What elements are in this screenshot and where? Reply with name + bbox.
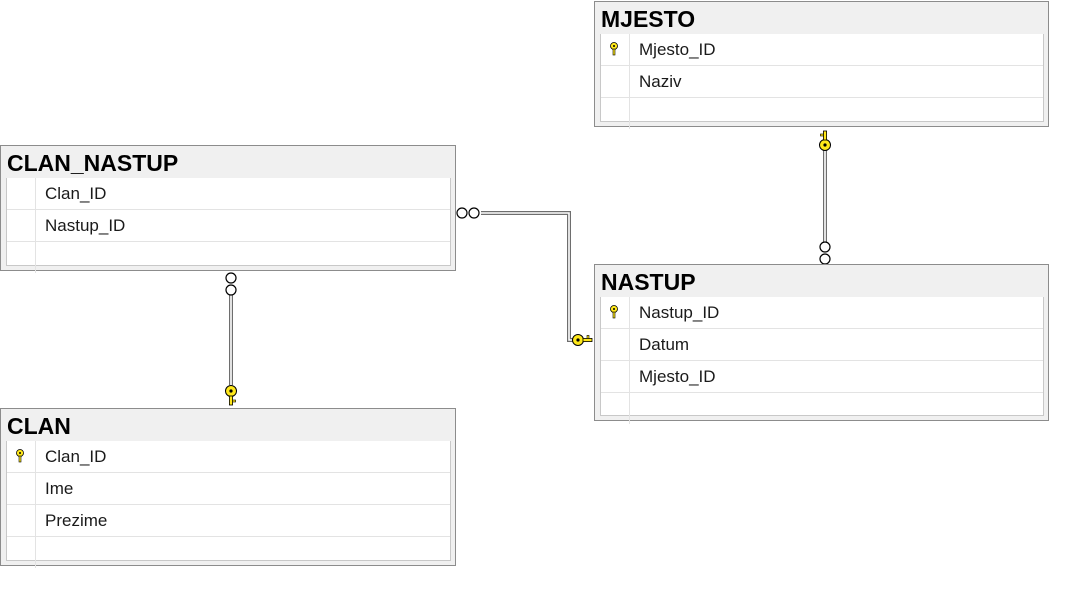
column-name: Mjesto_ID	[639, 367, 716, 386]
column-name: Nastup_ID	[45, 216, 126, 235]
column-grid: Clan_ID Ime Prezime	[6, 441, 451, 568]
one-end-key-icon	[819, 130, 831, 151]
relationship-clan-nastup-to-clan[interactable]	[225, 272, 237, 406]
column-name: Ime	[45, 479, 74, 498]
column-row[interactable]: Nastup_ID	[601, 297, 1043, 329]
column-name: Nastup_ID	[639, 303, 720, 322]
new-column-row[interactable]	[7, 242, 450, 273]
new-column-row[interactable]	[7, 537, 450, 568]
relationship-nastup-to-mjesto[interactable]	[819, 130, 831, 265]
column-row[interactable]: Ime	[7, 473, 450, 505]
table-clan-nastup[interactable]: CLAN_NASTUP Clan_ID Nastup_ID	[0, 145, 456, 273]
column-row[interactable]: Nastup_ID	[7, 210, 450, 242]
many-end-marker	[456, 207, 468, 219]
column-row[interactable]: Clan_ID	[7, 178, 450, 210]
column-grid: Nastup_ID Datum Mjesto_ID	[600, 297, 1044, 424]
relationship-clan-nastup-to-nastup[interactable]	[456, 207, 593, 346]
table-title: CLAN	[1, 409, 455, 441]
column-row[interactable]: Datum	[601, 329, 1043, 361]
column-name: Clan_ID	[45, 447, 107, 466]
column-name: Prezime	[45, 511, 108, 530]
column-grid: Clan_ID Nastup_ID	[6, 178, 451, 273]
table-nastup[interactable]: NASTUP Nastup_ID Datum Mjesto_ID	[594, 264, 1049, 424]
column-row[interactable]: Mjesto_ID	[601, 361, 1043, 393]
table-mjesto[interactable]: MJESTO Mjesto_ID Naziv	[594, 1, 1049, 129]
table-title: MJESTO	[595, 2, 1048, 34]
table-title: CLAN_NASTUP	[1, 146, 455, 178]
column-row[interactable]: Naziv	[601, 66, 1043, 98]
table-title: NASTUP	[595, 265, 1048, 297]
many-end-marker	[225, 272, 237, 284]
column-name: Clan_ID	[45, 184, 107, 203]
table-clan[interactable]: CLAN Clan_ID Ime Prezime	[0, 408, 456, 568]
column-name: Naziv	[639, 72, 682, 91]
many-end-marker	[819, 253, 831, 265]
one-end-key-icon	[572, 334, 593, 346]
one-end-key-icon	[225, 385, 237, 406]
column-name: Mjesto_ID	[639, 40, 716, 59]
many-end-marker	[468, 207, 480, 219]
many-end-marker	[225, 284, 237, 296]
new-column-row[interactable]	[601, 393, 1043, 424]
column-row[interactable]: Clan_ID	[7, 441, 450, 473]
primary-key-icon	[610, 305, 618, 319]
column-row[interactable]: Mjesto_ID	[601, 34, 1043, 66]
column-row[interactable]: Prezime	[7, 505, 450, 537]
many-end-marker	[819, 241, 831, 253]
column-grid: Mjesto_ID Naziv	[600, 34, 1044, 129]
column-name: Datum	[639, 335, 690, 354]
primary-key-icon	[16, 449, 24, 463]
new-column-row[interactable]	[601, 98, 1043, 129]
primary-key-icon	[610, 42, 618, 56]
